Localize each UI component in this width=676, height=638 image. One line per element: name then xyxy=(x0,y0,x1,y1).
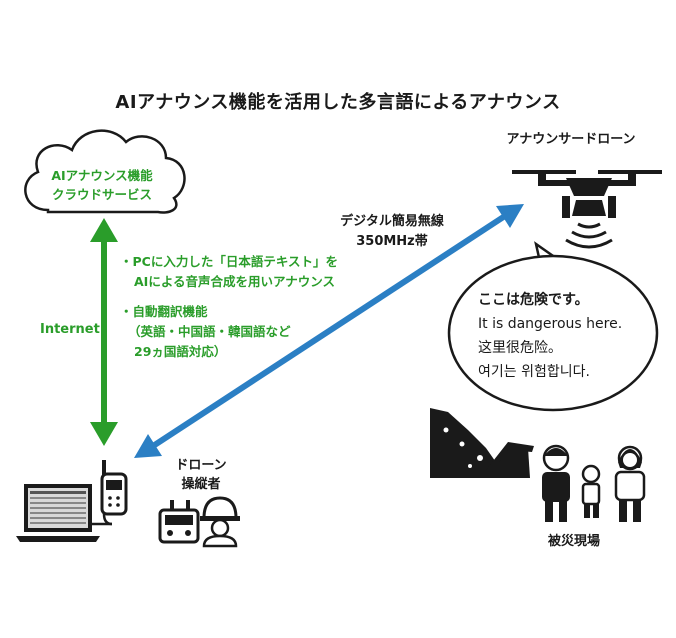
operator-label-line2: 操縦者 xyxy=(181,477,221,492)
drone-controller-icon xyxy=(158,500,200,544)
drone-icon xyxy=(512,170,662,218)
speech-korean: 여기는 위험합니다. xyxy=(478,364,590,380)
diagram-title: AIアナウンス機能を活用した多言語によるアナウンス xyxy=(115,92,561,113)
child-person-icon xyxy=(581,464,601,518)
landslide-icon xyxy=(430,408,512,478)
band-label-line1: デジタル簡易無線 xyxy=(340,214,444,229)
operator-label-line1: ドローン xyxy=(175,458,227,473)
speech-english: It is dangerous here. xyxy=(478,316,623,332)
internet-label: Internet xyxy=(40,322,100,337)
woman-person-icon xyxy=(614,445,646,522)
sound-waves-icon xyxy=(565,222,613,249)
drone-label: アナウンサードローン xyxy=(506,132,636,147)
operator-person-icon xyxy=(200,496,240,548)
internet-arrow xyxy=(90,218,118,446)
speech-japanese: ここは危険です。 xyxy=(478,292,589,308)
feature-tts-line2: AIによる音声合成を用いアナウンス xyxy=(134,274,335,289)
laptop-icon xyxy=(16,484,100,542)
radio-transmitter-icon xyxy=(92,460,128,526)
adult-person-icon xyxy=(542,444,570,522)
cloud-label-line1: AIアナウンス機能 xyxy=(51,168,153,183)
cloud-icon xyxy=(24,129,186,214)
feature-translation-line2: （英語・中国語・韓国語など xyxy=(128,324,291,339)
feature-tts-line1: ・PCに入力した「日本語テキスト」を xyxy=(120,254,338,269)
band-label-line2: 350MHz帯 xyxy=(356,234,428,249)
feature-translation-line3: 29ヵ国語対応） xyxy=(134,344,227,359)
speech-bubble xyxy=(447,241,659,412)
cloud-label-line2: クラウドサービス xyxy=(51,187,152,202)
radio-link-arrow xyxy=(134,204,524,458)
damaged-house-icon xyxy=(486,442,534,478)
disaster-site-label: 被災現場 xyxy=(548,534,601,549)
feature-translation-line1: ・自動翻訳機能 xyxy=(120,304,208,319)
speech-chinese: 这里很危险。 xyxy=(478,340,562,356)
